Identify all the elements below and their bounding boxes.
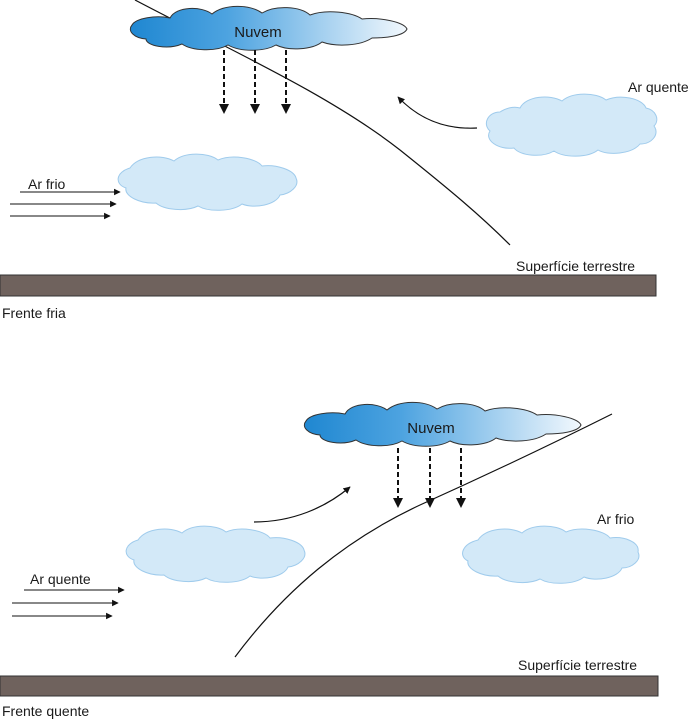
cold-front-cold-air-arrows xyxy=(10,188,121,220)
warm-front-warm-air-label: Ar quente xyxy=(30,571,91,587)
cold-front-warm-air-cloud xyxy=(485,93,658,157)
warm-front-cold-air-cloud xyxy=(462,525,640,584)
rain-arrow-head xyxy=(456,498,466,508)
rain-arrow-head xyxy=(250,104,260,114)
cold-front-surface xyxy=(0,274,657,297)
warm-front-rising-air-arrow xyxy=(253,486,351,523)
cold-front-warm-air-label: Ar quente xyxy=(628,79,689,95)
cold-front-cold-air-cloud xyxy=(117,153,298,211)
cold-front-rain-cloud xyxy=(129,5,408,51)
cold-front-surface-label: Superfície terrestre xyxy=(516,258,635,274)
warm-front-cloud-label: Nuvem xyxy=(407,420,455,437)
cold-front-cloud-label: Nuvem xyxy=(234,24,282,41)
warm-front-warm-air-arrows xyxy=(12,586,125,620)
cold-front-warm-air-arrow xyxy=(397,96,478,129)
warm-front-boundary-line xyxy=(234,413,613,658)
cold-front-panel: Nuvem Ar quente Ar frio Superfície terre… xyxy=(0,0,689,321)
cold-front-cold-air-label: Ar frio xyxy=(28,176,66,192)
rain-arrow-head xyxy=(281,104,291,114)
cold-front-rain-arrows xyxy=(219,50,291,114)
warm-front-cold-air-label: Ar frio xyxy=(597,511,635,527)
warm-front-panel: Nuvem Ar quente Ar frio Superfície terre… xyxy=(0,401,659,719)
warm-front-surface-label: Superfície terrestre xyxy=(518,657,637,673)
rain-arrow-head xyxy=(425,498,435,508)
warm-front-warm-air-cloud xyxy=(125,525,306,583)
warm-front-surface xyxy=(0,675,659,697)
warm-front-rain-arrows xyxy=(393,448,466,508)
warm-front-rain-cloud xyxy=(303,401,582,447)
rain-arrow-head xyxy=(219,104,229,114)
warm-front-caption: Frente quente xyxy=(2,703,89,719)
rain-arrow-head xyxy=(393,498,403,508)
cold-front-caption: Frente fria xyxy=(2,305,66,321)
